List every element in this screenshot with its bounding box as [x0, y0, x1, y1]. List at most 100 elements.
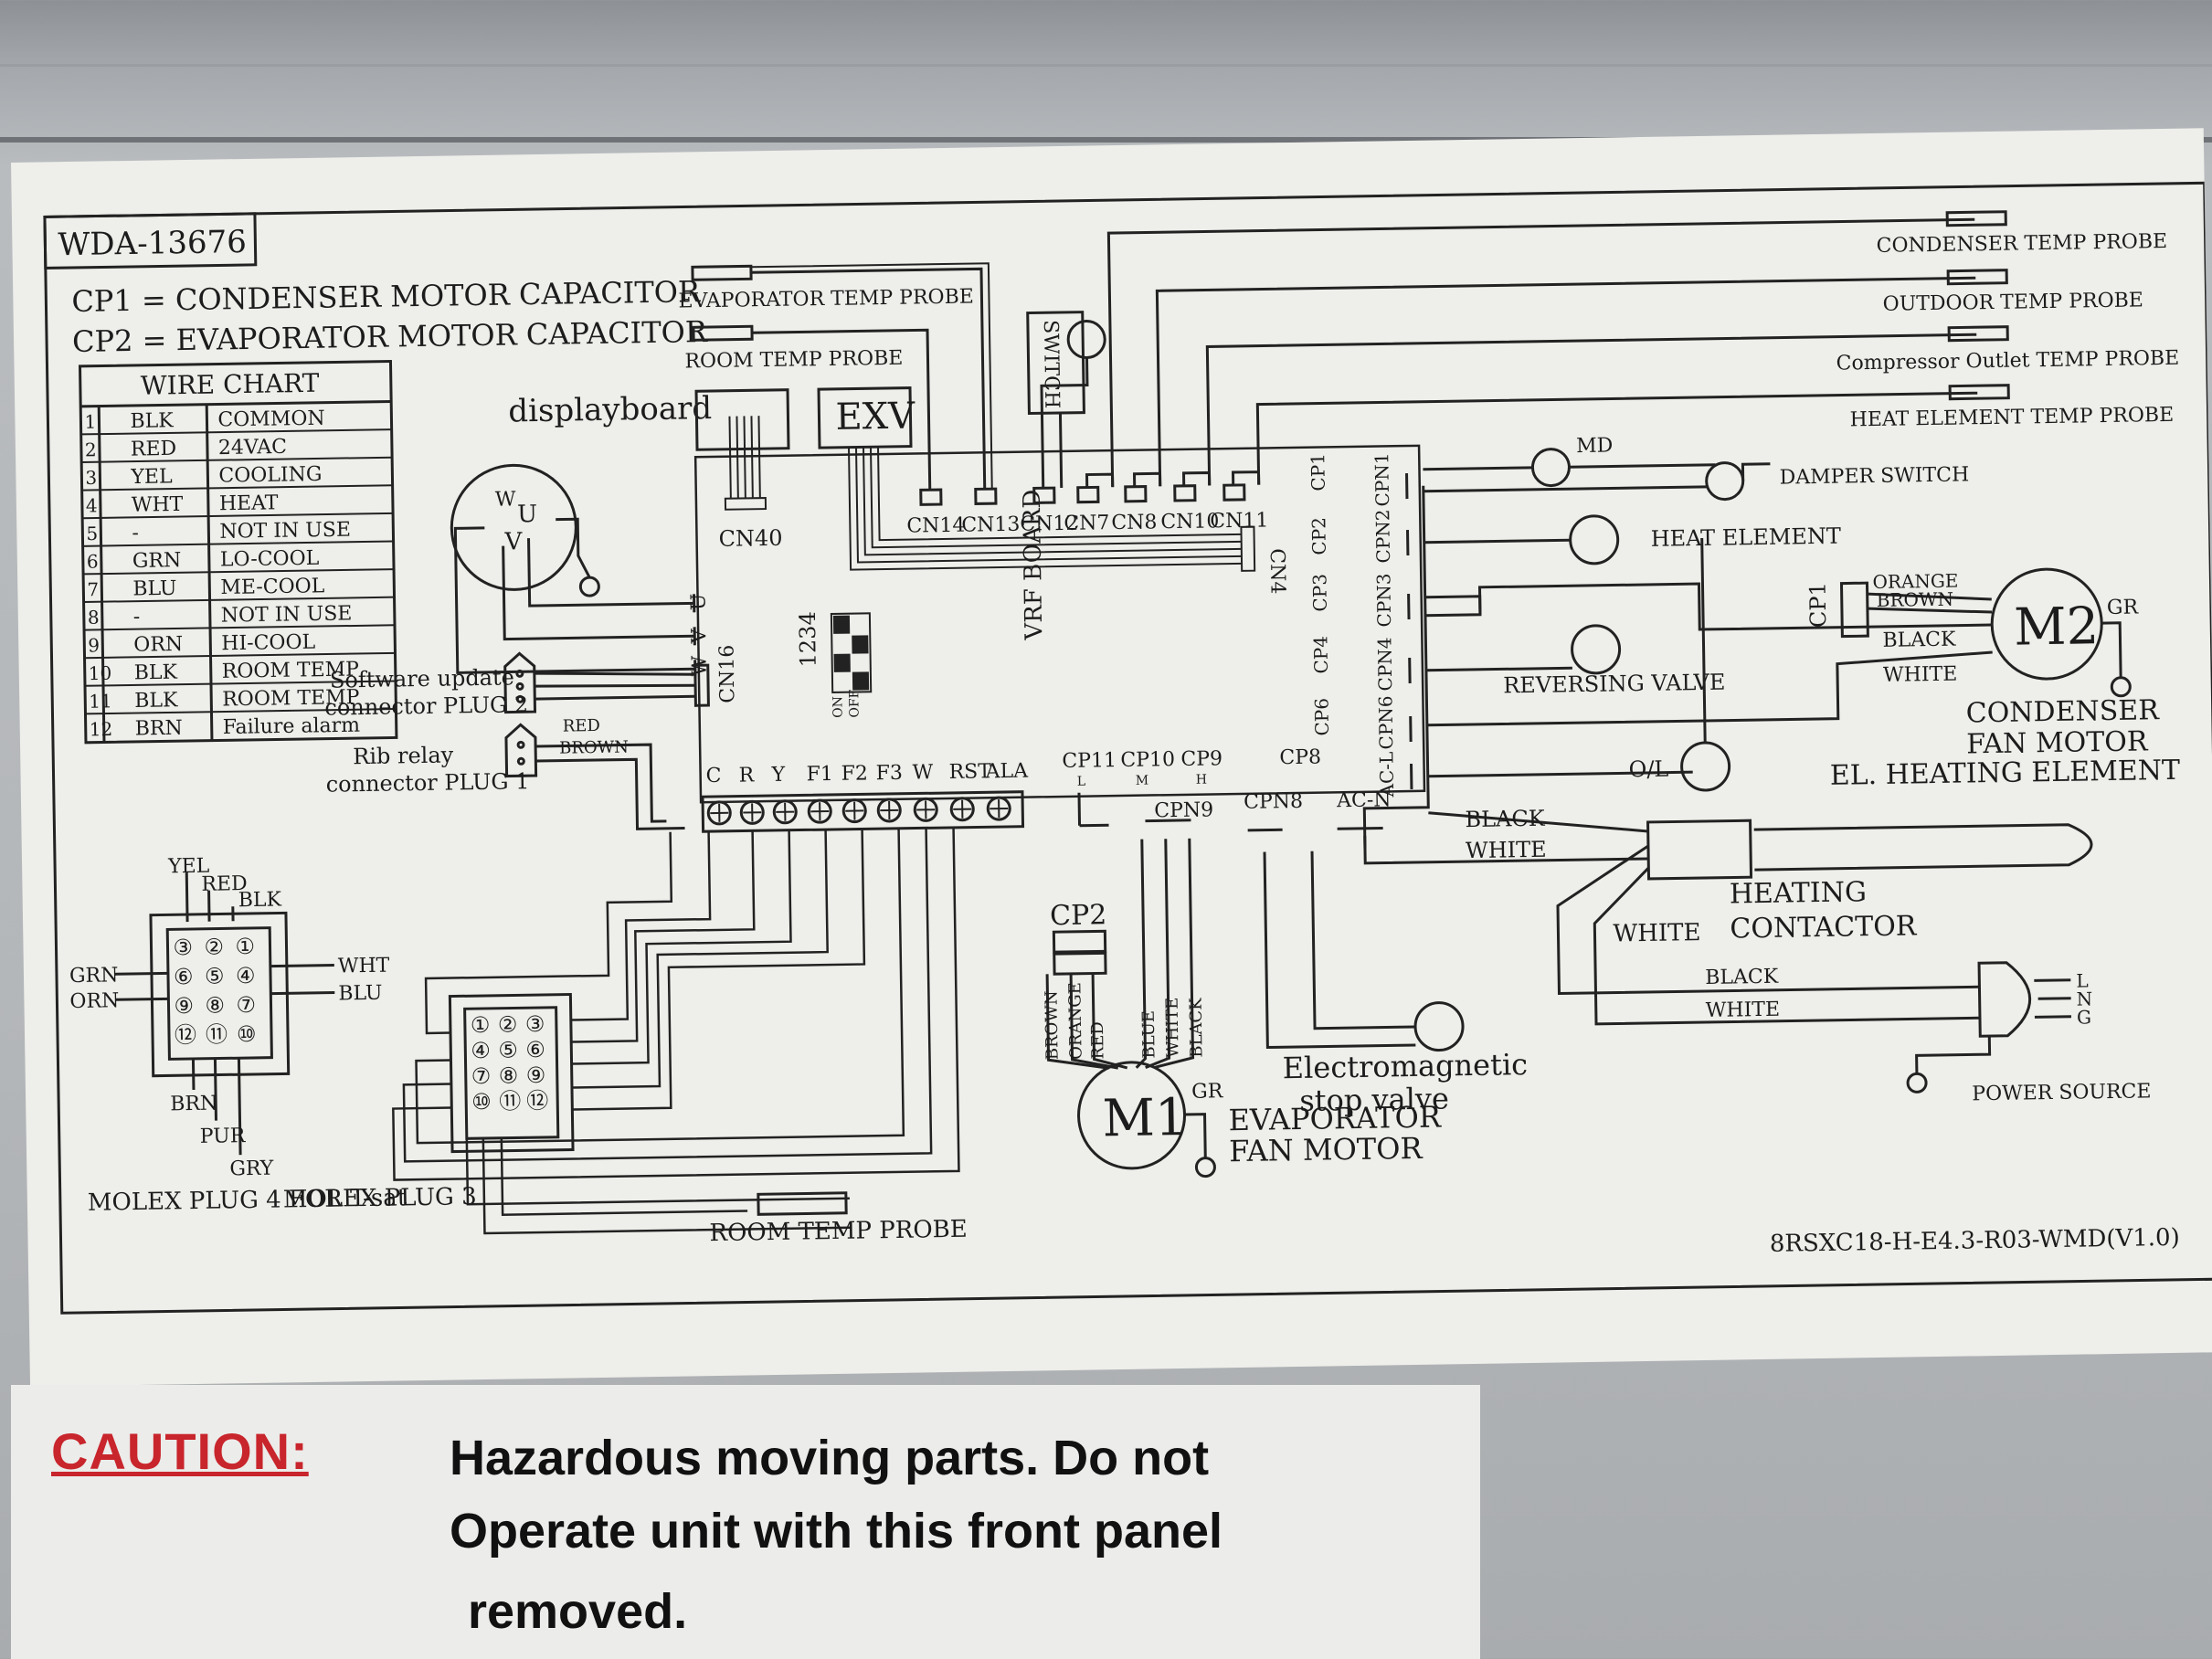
connector-cn14: [919, 488, 943, 506]
molex-pin: ⑧: [499, 1062, 519, 1088]
caution-line-2: Operate unit with this front panel: [450, 1504, 1223, 1559]
bottom-cp-sub: M: [1136, 774, 1149, 788]
molex-pin: ⑫: [175, 1022, 196, 1048]
cpn-label: CPN1: [1371, 452, 1393, 506]
m1-wire: [1135, 839, 1148, 1069]
connector-label: CN7: [1064, 512, 1109, 535]
connector-label: CN14: [906, 514, 965, 538]
svg-text:RED: RED: [563, 716, 600, 736]
svg-text:BLACK: BLACK: [1882, 629, 1956, 652]
wire-chart-divider: [81, 456, 393, 464]
compressor-outlet-temp-probe: Compressor Outlet TEMP PROBE: [1205, 325, 2179, 486]
connector-cn11: [1222, 483, 1246, 502]
svg-text:REVERSING VALVE: REVERSING VALVE: [1503, 670, 1726, 699]
wire-chart-color: ORN: [133, 633, 183, 657]
molex-pin: ⑩: [237, 1021, 257, 1047]
svg-text:BLACK: BLACK: [1465, 806, 1546, 832]
m1-wire-label: BLACK: [1187, 998, 1207, 1058]
cpn8-label: CPN8: [1244, 790, 1303, 814]
condenser-temp-probe: CONDENSER TEMP PROBE: [1106, 210, 2167, 488]
connector-cn8: [1124, 485, 1148, 503]
wire-chart-function: 24VAC: [218, 436, 287, 460]
displayboard-box: [694, 388, 790, 451]
m2-label: M2: [2014, 597, 2100, 657]
svg-text:W: W: [495, 488, 516, 511]
svg-text:Electromagnetic: Electromagnetic: [1282, 1047, 1528, 1085]
cpn-label: CPN4: [1373, 637, 1396, 691]
svg-text:U: U: [517, 501, 537, 528]
uvw-label: V: [688, 628, 711, 644]
svg-text:POWER SOURCE: POWER SOURCE: [1972, 1080, 2152, 1105]
connector-label: CN10: [1160, 510, 1219, 534]
svg-text:EVAPORATOR: EVAPORATOR: [1228, 1100, 1442, 1138]
connector-cn10: [1173, 484, 1197, 502]
cn4-label: CN4: [1265, 548, 1289, 594]
svg-text:BLU: BLU: [338, 982, 383, 1006]
switch: SWITCH: [1026, 311, 1106, 489]
wire-chart-color: BLK: [130, 409, 174, 433]
heat-element-temp-probe: HEAT ELEMENT TEMP PROBE: [1255, 384, 2174, 485]
svg-text:ROOM TEMP PROBE: ROOM TEMP PROBE: [709, 1216, 968, 1247]
svg-text:DAMPER SWITCH: DAMPER SWITCH: [1779, 463, 1969, 489]
wire-chart-num: 4: [86, 494, 98, 516]
svg-text:OFF: OFF: [847, 689, 862, 717]
wire-chart-divider: [82, 540, 394, 547]
svg-text:BROWN: BROWN: [559, 737, 629, 757]
cabinet-seam: [0, 137, 2212, 143]
svg-text:OUTDOOR TEMP PROBE: OUTDOOR TEMP PROBE: [1882, 289, 2143, 315]
bottom-cp-label: CP9: [1180, 747, 1222, 771]
wire-chart-color: BLK: [134, 689, 178, 713]
electromagnetic-stop-valve: Electromagnetic stop valve: [1263, 851, 1528, 1118]
ac-power-wiring: BLACK WHITE BLACK WHITE L N G POWER SOUR…: [1363, 806, 2152, 1105]
terminal-label: F3: [875, 762, 903, 785]
uvw-label: U: [688, 593, 711, 610]
svg-text:ORANGE: ORANGE: [1872, 570, 1958, 593]
displayboard-ribbon: [724, 416, 767, 511]
wire-chart-num: 8: [88, 607, 100, 629]
caution-text: Hazardous moving parts. Do not Operate u…: [450, 1421, 1455, 1648]
wire-chart-function: COMMON: [217, 407, 325, 432]
wire-chart-num: 5: [86, 523, 98, 544]
cpn-label: CPN2: [1371, 509, 1394, 563]
cp11-pin: [1079, 823, 1109, 828]
cp11-pin: [1077, 792, 1082, 826]
acn-pin: [1337, 827, 1383, 830]
software-update-connector: CN16 Software update connector PLUG 2: [324, 644, 739, 720]
terminal-screw: [807, 798, 832, 824]
svg-text:HEATING: HEATING: [1730, 876, 1868, 910]
svg-text:Software update: Software update: [330, 664, 514, 692]
probe-wire: [1085, 472, 1115, 488]
cpn-label: CPN6: [1374, 695, 1397, 749]
wire-chart-function: HEAT: [219, 491, 279, 515]
connector-label: CN11: [1210, 509, 1268, 533]
wire-chart-num: 6: [87, 551, 99, 573]
wire-chart-color: -: [133, 606, 141, 629]
svg-text:CN16: CN16: [715, 644, 739, 703]
wire-chart-divider: [84, 680, 396, 687]
cabinet-seam: [0, 64, 2212, 67]
svg-text:WHITE: WHITE: [1466, 837, 1547, 863]
m1-wire: [1145, 839, 1171, 1070]
svg-text:MOLEX PLUG 3: MOLEX PLUG 3: [283, 1183, 477, 1213]
connector-label: CN13: [961, 513, 1020, 537]
terminal-screw: [739, 799, 765, 825]
cp-label: CP3: [1308, 574, 1331, 612]
wire-chart-num: 10: [89, 662, 112, 684]
condenser-fan-motor: CP1 ORANGE BROWN BLACK WHITE M2 GR CONDE…: [1424, 567, 2160, 760]
wire-chart-num: 9: [88, 634, 100, 656]
m1-wire-label: WHITE: [1163, 998, 1183, 1059]
wire-chart-function: ROOM TEMP: [222, 658, 360, 682]
wire-chart-color: BLU: [132, 577, 177, 601]
molex-pin: ⑦: [236, 992, 256, 1018]
m1-wire: [1069, 973, 1118, 1070]
connector-label: CN8: [1111, 511, 1157, 534]
molex-pin: ⑨: [526, 1062, 546, 1088]
wire-chart-function: Failure alarm: [223, 714, 361, 739]
m1-wire: [1045, 974, 1109, 1070]
svg-text:FAN MOTOR: FAN MOTOR: [1966, 725, 2149, 760]
dip-switch: 1234 ON OFF: [795, 611, 873, 718]
wire-chart-divider: [84, 651, 396, 660]
